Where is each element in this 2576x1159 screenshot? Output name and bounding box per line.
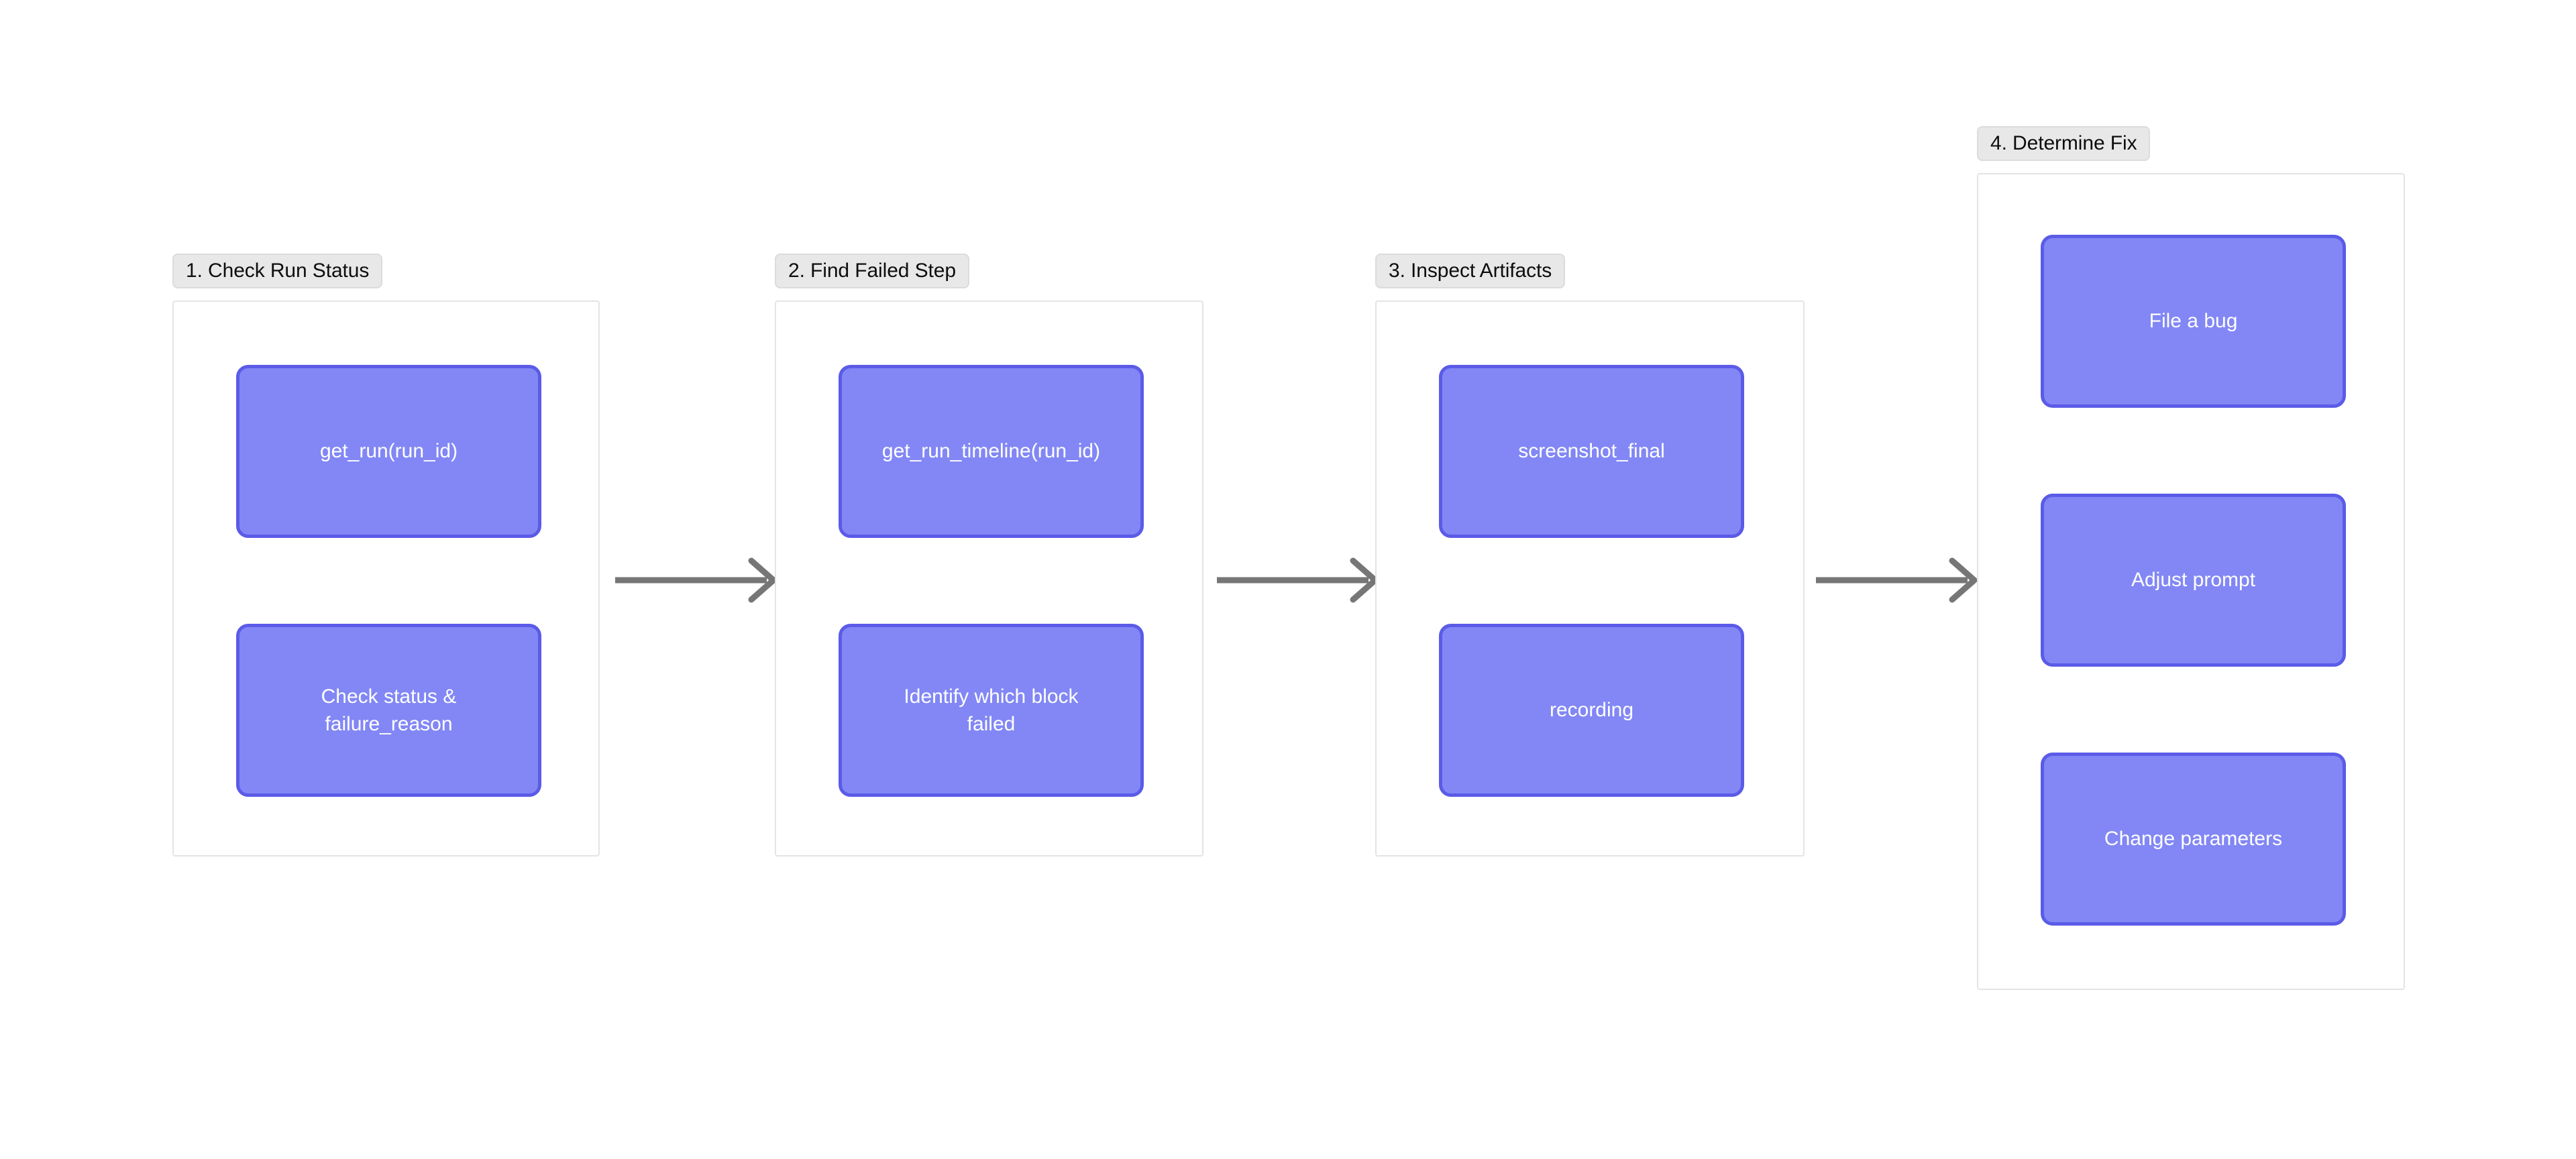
node-label: Identify which block failed — [904, 685, 1079, 735]
node-label: get_run_timeline(run_id) — [881, 440, 1101, 463]
node-label: File a bug — [2149, 310, 2238, 333]
group-label-text: 4. Determine Fix — [1990, 132, 2137, 154]
node-identify-block[interactable]: Identify which block failed — [839, 624, 1144, 797]
group-label-find-failed-step: 2. Find Failed Step — [775, 254, 969, 288]
group-label-text: 2. Find Failed Step — [788, 260, 956, 282]
node-adjust-prompt[interactable]: Adjust prompt — [2041, 494, 2346, 667]
node-label: screenshot_final — [1518, 440, 1665, 463]
group-label-text: 1. Check Run Status — [186, 260, 370, 282]
group-container-check-run-status: get_run(run_id) Check status & failure_r… — [172, 300, 600, 857]
connector-arrow-group3-group4 — [1815, 550, 1982, 610]
group-label-text: 3. Inspect Artifacts — [1389, 260, 1552, 282]
group-label-determine-fix: 4. Determine Fix — [1977, 126, 2151, 161]
group-container-inspect-artifacts: screenshot_final recording — [1375, 300, 1805, 857]
node-screenshot-final[interactable]: screenshot_final — [1439, 365, 1744, 538]
group-label-check-run-status: 1. Check Run Status — [172, 254, 383, 288]
connector-arrow-group2-group3 — [1216, 550, 1383, 610]
node-label: Check status & failure_reason — [321, 685, 457, 735]
node-check-status[interactable]: Check status & failure_reason — [236, 624, 541, 797]
node-label: Change parameters — [2104, 828, 2283, 850]
group-container-determine-fix: File a bug Adjust prompt Change paramete… — [1977, 173, 2405, 990]
group-container-find-failed-step: get_run_timeline(run_id) Identify which … — [775, 300, 1203, 857]
node-label: get_run(run_id) — [319, 440, 458, 463]
group-label-inspect-artifacts: 3. Inspect Artifacts — [1375, 254, 1566, 288]
node-recording[interactable]: recording — [1439, 624, 1744, 797]
node-change-parameters[interactable]: Change parameters — [2041, 753, 2346, 926]
node-file-a-bug[interactable]: File a bug — [2041, 235, 2346, 408]
node-get-run[interactable]: get_run(run_id) — [236, 365, 541, 538]
node-label: Adjust prompt — [2131, 569, 2256, 592]
node-get-run-timeline[interactable]: get_run_timeline(run_id) — [839, 365, 1144, 538]
node-label: recording — [1549, 699, 1634, 722]
connector-arrow-group1-group2 — [614, 550, 782, 610]
